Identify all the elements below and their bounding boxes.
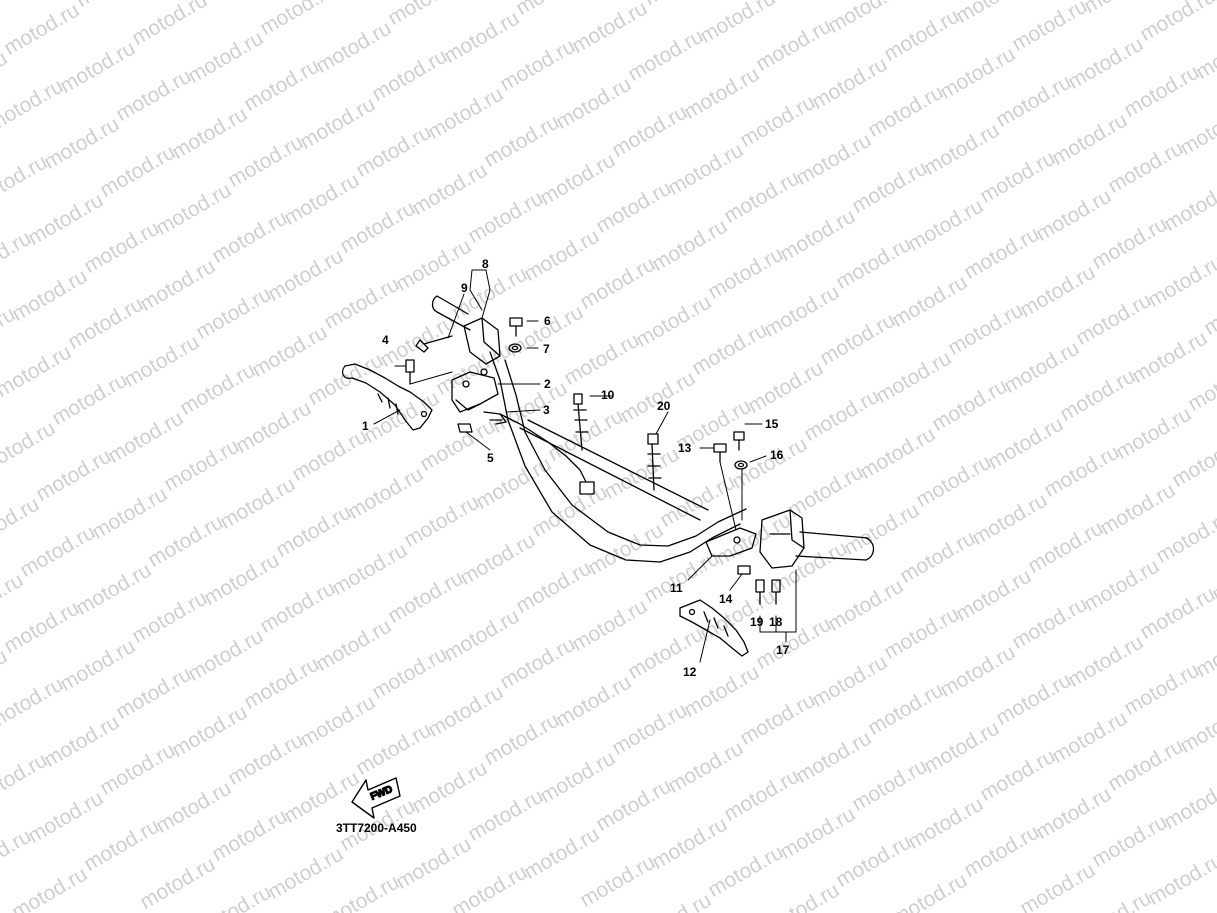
callout-9: 9 [461,281,468,295]
clutch-cable [483,411,595,495]
callout-3: 3 [543,403,550,417]
left-clutch-lever [341,363,433,431]
washer-7 [508,343,522,353]
callout-18: 18 [769,615,783,629]
bolt-6 [509,317,523,337]
right-brake-lever [679,599,749,657]
callout-labels: 1 2 3 4 5 6 7 8 9 10 11 12 13 14 15 16 1… [362,257,790,679]
callout-2: 2 [544,377,551,391]
bolt-19 [755,579,765,605]
callout-10: 10 [601,388,615,402]
callout-14: 14 [719,592,733,606]
nut-5 [457,423,473,433]
callout-5: 5 [487,451,494,465]
bolt-15 [733,431,745,451]
callout-8: 8 [482,257,489,271]
bolt-13 [713,443,727,463]
callout-17: 17 [776,643,790,657]
fwd-arrow-icon: FWD [351,777,401,819]
callout-1: 1 [362,419,369,433]
bolt-18 [771,579,781,605]
callout-19: 19 [750,615,764,629]
bolt-9 [415,335,453,353]
bolt-4 [405,359,415,385]
callout-13: 13 [678,441,692,455]
left-lever-holder [451,317,501,413]
leader-lines [373,269,797,663]
callout-15: 15 [765,417,779,431]
right-lever-holder [705,509,805,569]
cable-tie-10 [573,393,589,451]
nut-14 [737,565,751,575]
cable-tie-20 [647,433,662,491]
callout-12: 12 [683,665,697,679]
callout-4: 4 [382,333,389,347]
callout-11: 11 [670,581,683,595]
callout-6: 6 [544,314,551,328]
washer-16 [734,460,748,470]
callout-16: 16 [770,448,784,462]
drawing-code: 3TT7200-A450 [336,821,417,835]
callout-7: 7 [543,342,550,356]
callout-20: 20 [657,399,671,413]
